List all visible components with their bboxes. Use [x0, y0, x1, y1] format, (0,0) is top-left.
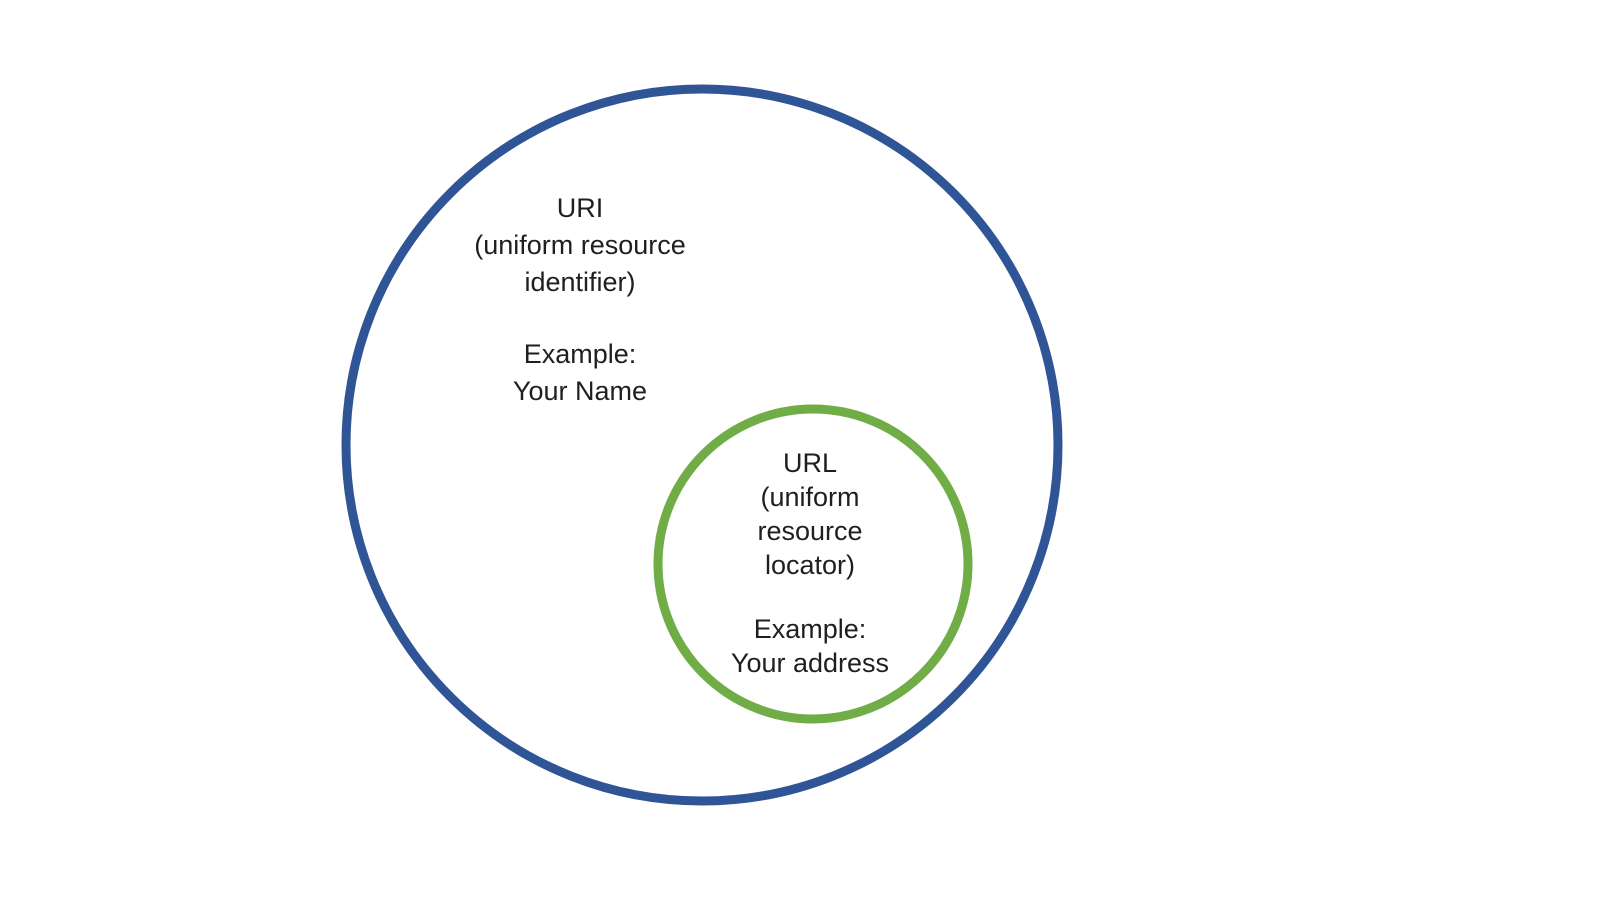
url-example-label: Example:: [753, 614, 867, 644]
uri-subtitle-line2: identifier): [524, 267, 636, 297]
url-circle: [653, 404, 973, 724]
uri-subtitle-line1: (uniform resource: [474, 230, 686, 260]
uri-title: URI: [556, 193, 604, 223]
url-subtitle-line3: locator): [764, 550, 856, 580]
uri-circle: [341, 84, 1063, 806]
url-title: URL: [782, 448, 837, 478]
url-spacer: [680, 582, 940, 612]
url-subtitle-line1: (uniform: [760, 482, 860, 512]
uri-example-value: Your Name: [512, 376, 648, 406]
url-label: URL (uniform resource locator) Example: …: [680, 446, 940, 680]
uri-spacer: [420, 301, 740, 336]
uri-example-label: Example:: [523, 339, 637, 369]
url-example-value: Your address: [730, 648, 890, 678]
uri-label: URI (uniform resource identifier) Exampl…: [420, 190, 740, 410]
url-subtitle-line2: resource: [757, 516, 863, 546]
